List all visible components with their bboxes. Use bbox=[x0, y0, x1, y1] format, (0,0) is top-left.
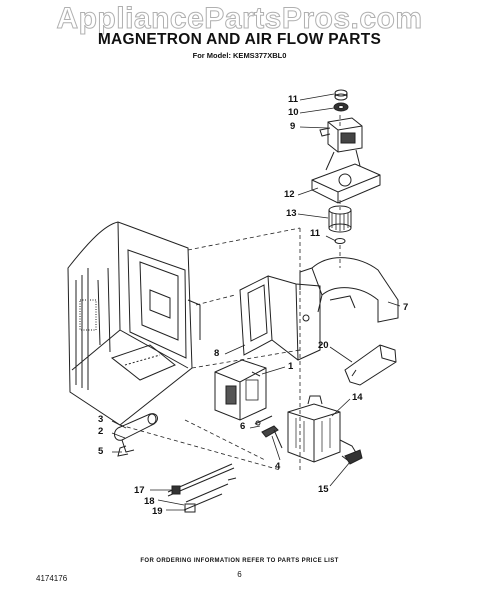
callout-18: 18 bbox=[144, 496, 155, 507]
callout-12: 12 bbox=[284, 189, 295, 200]
motor-bracket-drawing bbox=[311, 149, 381, 204]
document-number: 4174176 bbox=[36, 574, 68, 583]
magnetron-drawing bbox=[287, 395, 359, 463]
thermal-cutout-drawing bbox=[344, 449, 363, 465]
oven-cavity-drawing bbox=[67, 221, 201, 426]
callout-19: 19 bbox=[152, 506, 163, 517]
callout-11-top: 11 bbox=[288, 94, 299, 105]
ordering-note: FOR ORDERING INFORMATION REFER TO PARTS … bbox=[140, 558, 339, 564]
callout-8: 8 bbox=[214, 348, 220, 359]
callout-14: 14 bbox=[352, 392, 363, 403]
callout-3: 3 bbox=[98, 414, 104, 425]
fan-motor-drawing bbox=[319, 117, 363, 153]
page-title: MAGNETRON AND AIR FLOW PARTS bbox=[97, 31, 382, 48]
leader-lines bbox=[111, 93, 401, 511]
nut-washer-drawing bbox=[333, 89, 349, 112]
diode-drawing bbox=[254, 415, 283, 449]
callout-15: 15 bbox=[318, 484, 329, 495]
callout-10: 10 bbox=[288, 107, 299, 118]
air-guide-drawing bbox=[239, 275, 321, 361]
callout-6: 6 bbox=[240, 421, 246, 432]
callout-7: 7 bbox=[403, 302, 409, 313]
page-number: 6 bbox=[237, 570, 242, 579]
watermark: AppliancePartsPros.com bbox=[56, 2, 423, 36]
callout-9: 9 bbox=[290, 121, 296, 132]
callout-2: 2 bbox=[98, 426, 104, 437]
callout-11-lower: 11 bbox=[310, 228, 321, 239]
side-bracket-drawing bbox=[344, 344, 397, 386]
callout-5: 5 bbox=[98, 446, 104, 457]
callout-4: 4 bbox=[275, 461, 281, 472]
wire-harness-drawing bbox=[167, 463, 237, 513]
alignment-lines bbox=[119, 115, 341, 471]
callout-1: 1 bbox=[288, 361, 294, 372]
callout-13: 13 bbox=[286, 208, 297, 219]
model-subtitle: For Model: KEMS377XBL0 bbox=[192, 51, 287, 60]
fan-blade-drawing bbox=[328, 205, 352, 244]
capacitor-drawing bbox=[114, 413, 158, 457]
callout-17: 17 bbox=[134, 485, 145, 496]
callout-20: 20 bbox=[318, 340, 329, 351]
air-duct-drawing bbox=[299, 257, 399, 323]
transformer-drawing bbox=[214, 359, 267, 421]
